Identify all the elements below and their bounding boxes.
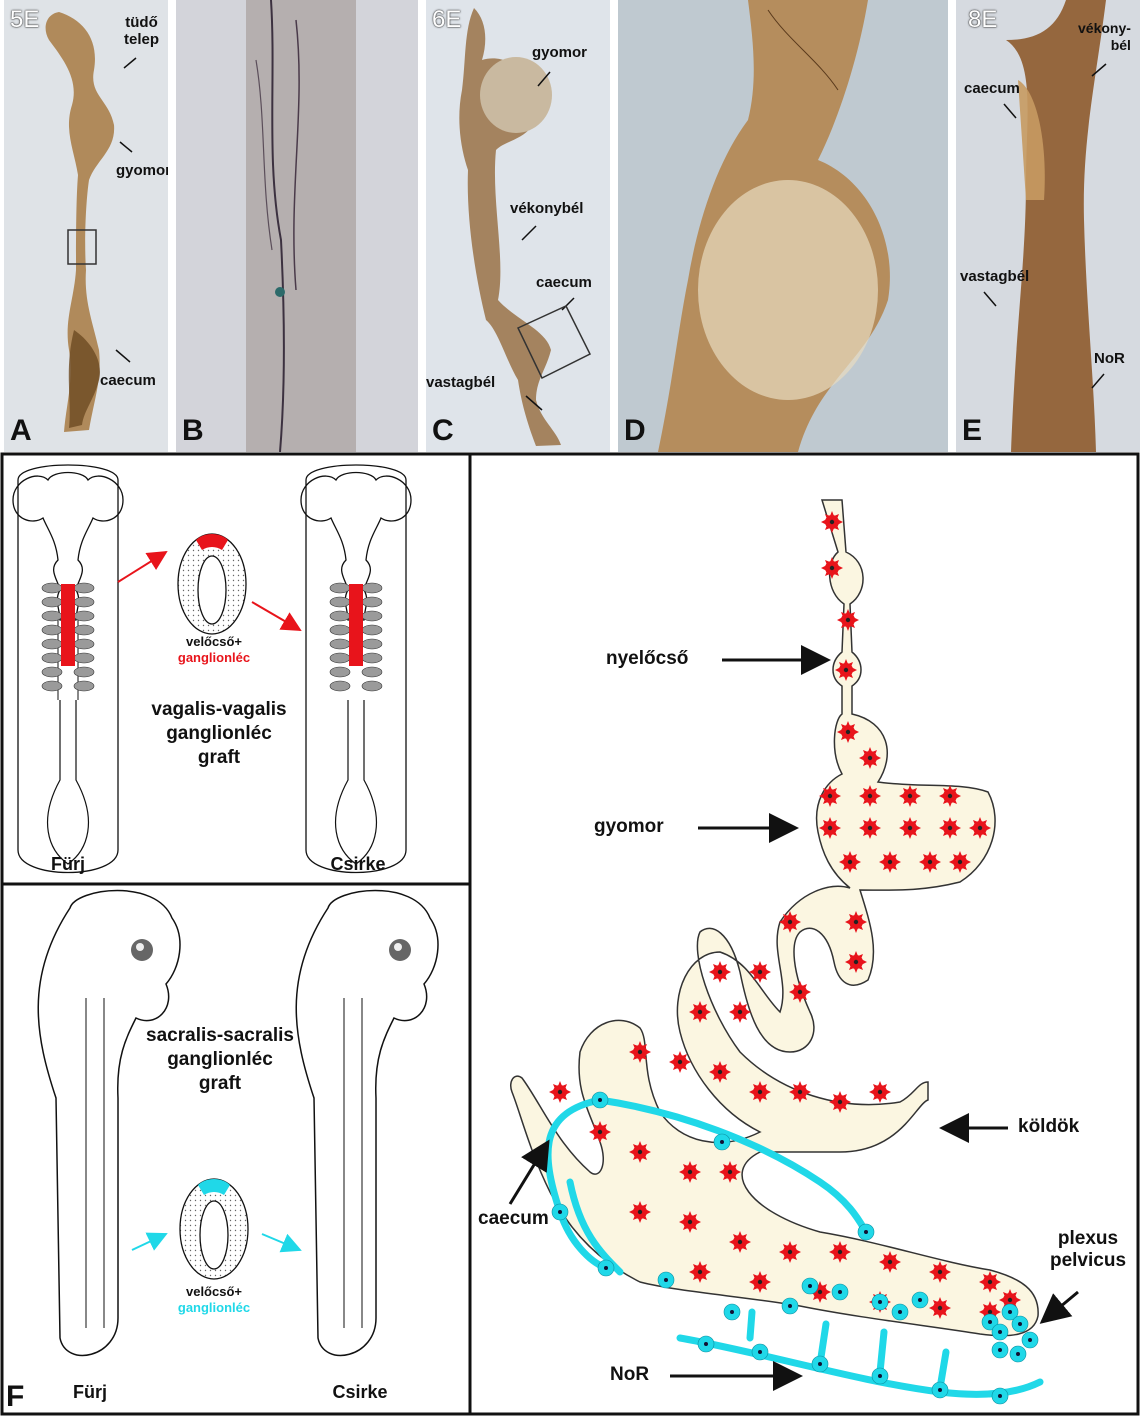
host-label: Csirke bbox=[310, 854, 406, 875]
panel-letter: C bbox=[432, 414, 454, 448]
photo-panel-e: vékony- bél caecum vastagbél NoR 8E E bbox=[956, 0, 1140, 452]
sacral-neuron-cell bbox=[552, 1204, 568, 1220]
sacral-neuron-cell bbox=[1022, 1332, 1038, 1348]
zoom-box bbox=[68, 230, 96, 264]
sacral-neuron-cell bbox=[892, 1304, 908, 1320]
label-stomach: gyomor bbox=[594, 816, 664, 838]
sacral-neuron-cell bbox=[992, 1388, 1008, 1404]
sacral-neuron-cell bbox=[592, 1092, 608, 1108]
vagal-neuron-cell bbox=[549, 1081, 571, 1103]
sacral-neuron-cell bbox=[812, 1356, 828, 1372]
magnified-gut-photo bbox=[176, 0, 418, 452]
graft-arrow bbox=[132, 1234, 166, 1250]
graft-crest-label: ganglionléc bbox=[160, 650, 268, 665]
photo-panel-c: gyomor vékonybél caecum vastagbél 6E C bbox=[426, 0, 610, 452]
label-caecum: caecum bbox=[478, 1208, 549, 1230]
sacral-neuron-cell bbox=[714, 1134, 730, 1150]
vagal-neuron-cell bbox=[709, 961, 731, 983]
sacral-neuron-cell bbox=[1012, 1316, 1028, 1332]
graft-diagram: velőcső+ ganglionléc vagalis-vagalis gan… bbox=[0, 452, 1140, 1416]
magnified-caecum-photo bbox=[618, 0, 948, 452]
label-esophagus: nyelőcső bbox=[606, 648, 688, 670]
quail-embryo-vagal bbox=[13, 465, 123, 873]
label-umbilicus: köldök bbox=[1018, 1116, 1079, 1138]
graft-arrow bbox=[262, 1234, 300, 1250]
sacral-neuron-cell bbox=[752, 1344, 768, 1360]
panel-letter: B bbox=[182, 414, 204, 448]
sacral-neuron-cell bbox=[872, 1294, 888, 1310]
neural-tube-section-vagal bbox=[178, 534, 246, 634]
label-nor: NoR bbox=[610, 1364, 649, 1386]
graft-arrow bbox=[118, 552, 166, 582]
arrow-pelvic-plexus bbox=[1042, 1292, 1078, 1322]
sacral-neuron-cell bbox=[698, 1336, 714, 1352]
graft-tube-label: velőcső+ bbox=[172, 1284, 256, 1299]
label-pelvic-plexus: plexus pelvicus bbox=[1038, 1228, 1138, 1272]
panel-letter: D bbox=[624, 414, 646, 448]
photo-panel-b: B bbox=[176, 0, 418, 452]
neural-tube-section-sacral bbox=[180, 1179, 248, 1279]
photo-panel-a: tüdő telep gyomor caecum 5E A bbox=[4, 0, 168, 452]
gut-tube-drawing bbox=[511, 500, 1038, 1336]
chick-embryo-vagal bbox=[301, 465, 411, 873]
panel-letter: F bbox=[6, 1380, 24, 1414]
sacral-neuron-cell bbox=[858, 1224, 874, 1240]
graft-crest-label: ganglionléc bbox=[160, 1300, 268, 1315]
sacral-neuron-cell bbox=[992, 1342, 1008, 1358]
vagal-neuron-cell bbox=[869, 1081, 891, 1103]
sacral-neuron-cell bbox=[832, 1284, 848, 1300]
graft-arrow bbox=[252, 602, 300, 630]
donor-label: Fürj bbox=[52, 1382, 128, 1403]
stage-label: 8E bbox=[968, 6, 997, 34]
sacral-neuron-cell bbox=[782, 1298, 798, 1314]
sacral-neuron-cell bbox=[658, 1272, 674, 1288]
panel-letter: E bbox=[962, 414, 982, 448]
sacral-neuron-cell bbox=[1010, 1346, 1026, 1362]
graft-tube-label: velőcső+ bbox=[172, 634, 256, 649]
sacral-neuron-cell bbox=[872, 1368, 888, 1384]
sacral-neuron-cell bbox=[802, 1278, 818, 1294]
graft-title: vagalis-vagalis ganglionléc graft bbox=[126, 698, 312, 770]
zoom-box bbox=[518, 306, 590, 378]
sacral-neuron-cell bbox=[724, 1304, 740, 1320]
panel-letter: A bbox=[10, 414, 32, 448]
sacral-neuron-cell bbox=[992, 1324, 1008, 1340]
photo-panel-d: D bbox=[618, 0, 948, 452]
sacral-neuron-cell bbox=[598, 1260, 614, 1276]
donor-label: Fürj bbox=[30, 854, 106, 875]
stage-label: 6E bbox=[432, 6, 461, 34]
sacral-neuron-cell bbox=[912, 1292, 928, 1308]
host-label: Csirke bbox=[312, 1382, 408, 1403]
stage-label: 5E bbox=[10, 6, 39, 34]
graft-title: sacralis-sacralis ganglionléc graft bbox=[120, 1024, 320, 1096]
vagal-neuron-cell bbox=[837, 609, 859, 631]
chick-embryo-sacral bbox=[296, 891, 438, 1356]
sacral-neuron-cell bbox=[932, 1382, 948, 1398]
quail-embryo-sacral bbox=[38, 891, 180, 1356]
